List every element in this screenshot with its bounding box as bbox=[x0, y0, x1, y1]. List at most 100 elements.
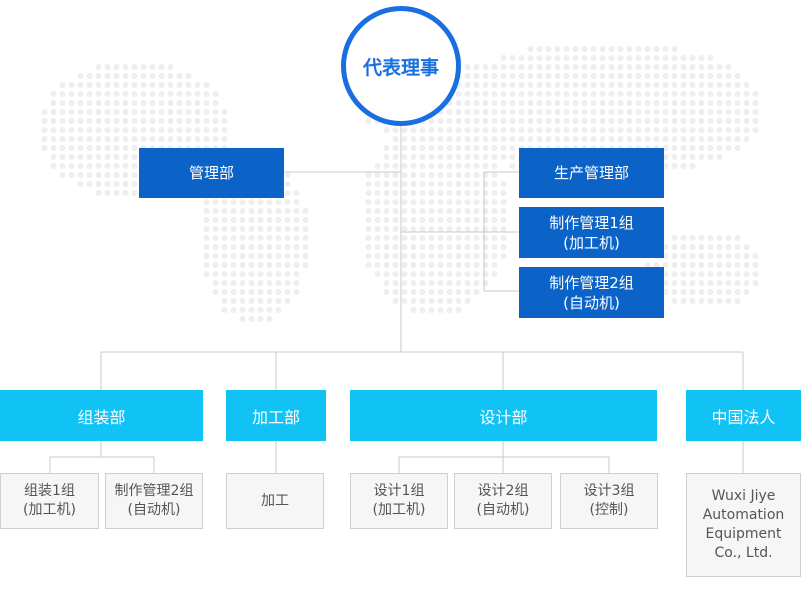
map-dot bbox=[491, 109, 498, 115]
map-dot bbox=[68, 82, 75, 88]
map-dot bbox=[239, 253, 246, 259]
map-dot bbox=[428, 163, 435, 169]
map-dot bbox=[446, 109, 453, 115]
map-dot bbox=[239, 244, 246, 250]
map-dot bbox=[374, 208, 381, 214]
map-dot bbox=[599, 91, 606, 97]
map-dot bbox=[176, 127, 183, 133]
subunit-design-1: 设计1组 (加工机) bbox=[350, 473, 448, 529]
map-dot bbox=[464, 226, 471, 232]
map-dot bbox=[50, 91, 57, 97]
map-dot bbox=[248, 217, 255, 223]
map-dot bbox=[545, 109, 552, 115]
map-dot bbox=[437, 190, 444, 196]
map-dot bbox=[419, 262, 426, 268]
map-dot bbox=[239, 208, 246, 214]
map-dot bbox=[374, 244, 381, 250]
map-dot bbox=[203, 271, 210, 277]
map-dot bbox=[293, 262, 300, 268]
map-dot bbox=[680, 145, 687, 151]
map-dot bbox=[50, 100, 57, 106]
map-dot bbox=[671, 73, 678, 79]
map-dot bbox=[68, 100, 75, 106]
map-dot bbox=[95, 73, 102, 79]
map-dot bbox=[410, 280, 417, 286]
map-dot bbox=[410, 127, 417, 133]
map-dot bbox=[725, 280, 732, 286]
map-dot bbox=[581, 73, 588, 79]
map-dot bbox=[41, 118, 48, 124]
map-dot bbox=[374, 253, 381, 259]
map-dot bbox=[491, 226, 498, 232]
map-dot bbox=[104, 190, 111, 196]
map-dot bbox=[464, 217, 471, 223]
map-dot bbox=[563, 109, 570, 115]
map-dot bbox=[545, 136, 552, 142]
map-dot bbox=[473, 199, 480, 205]
map-dot bbox=[554, 118, 561, 124]
map-dot bbox=[698, 262, 705, 268]
map-dot bbox=[725, 73, 732, 79]
dept-processing: 加工部 bbox=[226, 390, 326, 441]
map-dot bbox=[635, 55, 642, 61]
map-dot bbox=[653, 91, 660, 97]
map-dot bbox=[410, 307, 417, 313]
subunit-label: 设计3组 (控制) bbox=[583, 483, 635, 518]
map-dot bbox=[689, 235, 696, 241]
dept-china-subsidiary: 中国法人 bbox=[686, 390, 801, 441]
map-dot bbox=[428, 253, 435, 259]
map-dot bbox=[689, 91, 696, 97]
map-dot bbox=[374, 199, 381, 205]
map-dot bbox=[509, 64, 516, 70]
map-dot bbox=[716, 244, 723, 250]
map-dot bbox=[203, 118, 210, 124]
map-dot bbox=[572, 82, 579, 88]
map-dot bbox=[752, 118, 759, 124]
map-dot bbox=[716, 118, 723, 124]
map-dot bbox=[59, 172, 66, 178]
map-dot bbox=[284, 262, 291, 268]
map-dot bbox=[518, 91, 525, 97]
map-dot bbox=[464, 82, 471, 88]
map-dot bbox=[257, 199, 264, 205]
map-dot bbox=[158, 82, 165, 88]
map-dot bbox=[626, 46, 633, 52]
map-dot bbox=[77, 181, 84, 187]
map-dot bbox=[455, 109, 462, 115]
map-dot bbox=[734, 262, 741, 268]
map-dot bbox=[464, 91, 471, 97]
map-dot bbox=[689, 145, 696, 151]
map-dot bbox=[716, 100, 723, 106]
map-dot bbox=[131, 181, 138, 187]
map-dot bbox=[698, 154, 705, 160]
map-dot bbox=[707, 55, 714, 61]
map-dot bbox=[446, 208, 453, 214]
map-dot bbox=[545, 46, 552, 52]
map-dot bbox=[734, 253, 741, 259]
map-dot bbox=[482, 145, 489, 151]
map-dot bbox=[284, 235, 291, 241]
map-dot bbox=[185, 100, 192, 106]
map-dot bbox=[122, 181, 129, 187]
map-dot bbox=[698, 280, 705, 286]
map-dot bbox=[158, 118, 165, 124]
map-dot bbox=[473, 181, 480, 187]
map-dot bbox=[473, 208, 480, 214]
map-dot bbox=[554, 73, 561, 79]
map-dot bbox=[284, 226, 291, 232]
map-dot bbox=[428, 172, 435, 178]
map-dot bbox=[302, 235, 309, 241]
map-dot bbox=[221, 217, 228, 223]
map-dot bbox=[113, 82, 120, 88]
map-dot bbox=[653, 127, 660, 133]
map-dot bbox=[491, 172, 498, 178]
map-dot bbox=[752, 253, 759, 259]
map-dot bbox=[383, 217, 390, 223]
map-dot bbox=[365, 226, 372, 232]
map-dot bbox=[185, 91, 192, 97]
map-dot bbox=[509, 154, 516, 160]
map-dot bbox=[149, 136, 156, 142]
map-dot bbox=[473, 280, 480, 286]
map-dot bbox=[725, 253, 732, 259]
map-dot bbox=[428, 271, 435, 277]
